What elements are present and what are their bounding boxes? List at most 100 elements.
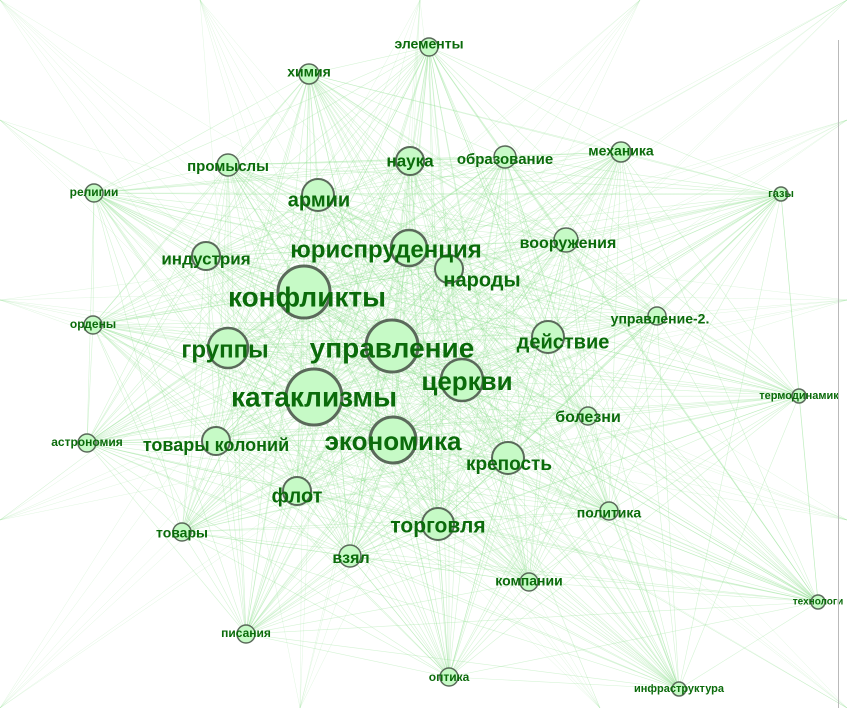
- node-armii[interactable]: [301, 178, 335, 212]
- node-nauka[interactable]: [395, 146, 425, 176]
- node-ordeny[interactable]: [83, 315, 103, 335]
- node-bolezni[interactable]: [578, 406, 598, 426]
- node-label-termodinamika[interactable]: термодинамик: [759, 390, 839, 402]
- node-label-vooruzheniya[interactable]: вооружения: [520, 235, 617, 252]
- node-politika[interactable]: [599, 501, 619, 521]
- edge-ray-upravlenie-8: [391, 345, 847, 708]
- node-label-bolezni[interactable]: болезни: [555, 409, 621, 426]
- node-label-promysly[interactable]: промыслы: [187, 158, 269, 175]
- edge-ekonomika-narody: [392, 268, 450, 441]
- edge-promysly-himiya: [227, 73, 310, 166]
- node-astronomiya[interactable]: [77, 433, 97, 453]
- node-upravlenie[interactable]: [364, 318, 420, 374]
- node-label-flot[interactable]: флот: [272, 485, 323, 507]
- node-label-religii[interactable]: религии: [70, 185, 119, 199]
- node-torgovlya[interactable]: [421, 507, 455, 541]
- node-kataklizmy[interactable]: [284, 367, 344, 427]
- node-label-tovary[interactable]: товары: [156, 525, 208, 541]
- edge-torgovlya-infrastruktura: [437, 523, 680, 690]
- edge-kataklizmy-mekhanika: [313, 151, 622, 398]
- node-himiya[interactable]: [298, 63, 320, 85]
- edge-religii-gazy: [93, 192, 782, 195]
- edge-upravlenie-infrastruktura: [391, 345, 680, 690]
- node-flot[interactable]: [282, 476, 312, 506]
- node-label-astronomiya[interactable]: астрономия: [51, 435, 123, 449]
- edge-ray-yurisprudencia-1: [199, 0, 410, 249]
- node-kompanii[interactable]: [519, 572, 539, 592]
- node-label-cerkvi[interactable]: церкви: [421, 366, 512, 396]
- panel-divider: [838, 40, 839, 708]
- node-label-mekhanika[interactable]: механика: [588, 143, 654, 159]
- node-yurisprudencia[interactable]: [389, 228, 429, 268]
- node-label-upravlenie[interactable]: управление: [310, 332, 475, 363]
- edge-deystvie-optika: [448, 336, 549, 678]
- node-tekhnologii[interactable]: [810, 594, 826, 610]
- edge-astronomiya-optika: [86, 442, 450, 678]
- node-tovary-koloniy[interactable]: [201, 426, 231, 456]
- edge-ray-cerkvi-10: [299, 379, 463, 708]
- edge-ray-cerkvi-6: [461, 299, 847, 381]
- node-label-armii[interactable]: армии: [288, 189, 350, 211]
- edge-flot-politika: [296, 490, 610, 512]
- node-krepost[interactable]: [491, 441, 525, 475]
- node-label-narody[interactable]: народы: [443, 269, 520, 291]
- node-infrastruktura[interactable]: [671, 681, 687, 697]
- edge-torgovlya-astronomiya: [86, 442, 439, 525]
- node-label-krepost[interactable]: крепость: [466, 454, 552, 475]
- node-optika[interactable]: [439, 667, 459, 687]
- node-label-optika[interactable]: оптика: [429, 670, 470, 684]
- node-konflikty[interactable]: [276, 264, 332, 320]
- node-label-himiya[interactable]: химия: [287, 64, 331, 80]
- node-vooruzheniya[interactable]: [553, 227, 579, 253]
- node-gazy[interactable]: [773, 186, 789, 202]
- node-label-torgovlya[interactable]: торговля: [390, 515, 485, 538]
- node-label-politika[interactable]: политика: [577, 505, 642, 521]
- node-layer: конфликты управление катаклизмы юриспруденц…: [51, 36, 843, 697]
- node-label-elementy[interactable]: элементы: [394, 36, 463, 52]
- node-label-yurisprudencia[interactable]: юриспруденция: [290, 236, 481, 263]
- edge-bolezni-optika: [448, 415, 589, 678]
- node-label-konflikty[interactable]: конфликты: [228, 281, 386, 312]
- edge-narody-deystvie: [448, 268, 549, 338]
- node-industriya[interactable]: [191, 241, 221, 271]
- node-ekonomika[interactable]: [368, 415, 418, 465]
- node-label-tekhnologii[interactable]: технологи: [793, 597, 843, 608]
- edge-himiya-ordeny: [92, 73, 310, 326]
- node-vzyal[interactable]: [338, 544, 362, 568]
- edge-vooruzheniya-bolezni: [565, 239, 589, 417]
- node-label-ekonomika[interactable]: экономика: [325, 426, 462, 456]
- node-mekhanika[interactable]: [610, 141, 632, 163]
- node-obrazovanie[interactable]: [493, 145, 517, 169]
- node-promysly[interactable]: [216, 153, 240, 177]
- node-deystvie[interactable]: [531, 320, 565, 354]
- node-upravlenie-2[interactable]: [647, 306, 667, 326]
- node-label-obrazovanie[interactable]: образование: [457, 151, 553, 168]
- node-label-gazy[interactable]: газы: [768, 188, 794, 200]
- node-religii[interactable]: [84, 183, 104, 203]
- node-pisaniya[interactable]: [236, 624, 256, 644]
- node-label-vzyal[interactable]: взял: [332, 550, 369, 567]
- node-label-industriya[interactable]: индустрия: [161, 249, 250, 268]
- node-label-kompanii[interactable]: компании: [495, 573, 562, 589]
- node-label-ordeny[interactable]: ордены: [70, 317, 116, 331]
- node-label-upravlenie-2[interactable]: управление-2.: [611, 311, 710, 327]
- node-label-infrastruktura[interactable]: инфраструктура: [634, 683, 725, 695]
- edge-yurisprudencia-industriya: [205, 247, 410, 257]
- node-elementy[interactable]: [419, 37, 439, 57]
- node-label-tovary-koloniy[interactable]: товары колоний: [143, 435, 289, 455]
- node-gruppy[interactable]: [206, 326, 250, 370]
- node-label-deystvie[interactable]: действие: [517, 331, 610, 353]
- node-tovary[interactable]: [172, 522, 192, 542]
- node-label-gruppy[interactable]: группы: [181, 336, 268, 363]
- node-narody[interactable]: [434, 254, 464, 284]
- node-termodinamika[interactable]: [791, 388, 807, 404]
- edge-nauka-promysly: [227, 160, 411, 166]
- edge-bolezni-politika: [587, 415, 610, 512]
- node-cerkvi[interactable]: [439, 357, 485, 403]
- node-label-pisaniya[interactable]: писания: [221, 626, 271, 640]
- node-label-nauka[interactable]: наука: [386, 151, 434, 170]
- edge-nauka-vooruzheniya: [409, 160, 567, 241]
- node-label-kataklizmy[interactable]: катаклизмы: [231, 381, 397, 412]
